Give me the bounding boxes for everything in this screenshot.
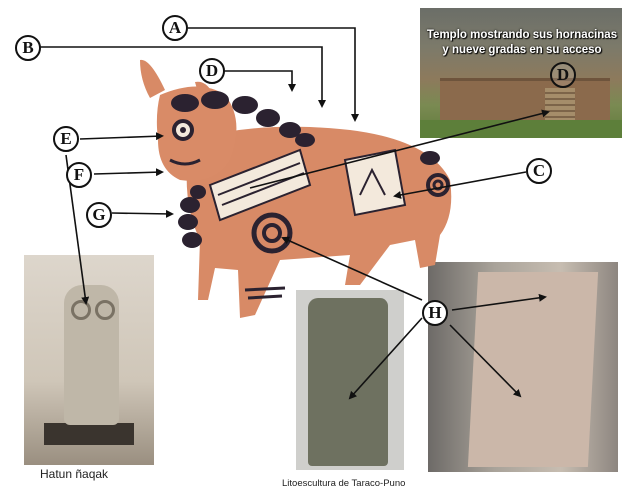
label-d: D bbox=[199, 58, 225, 84]
label-a: A bbox=[162, 15, 188, 41]
bull-saddle-panel bbox=[345, 150, 405, 215]
arrow-f bbox=[94, 172, 162, 174]
label-f: F bbox=[66, 162, 92, 188]
label-b: B bbox=[15, 35, 41, 61]
label-h: H bbox=[422, 300, 448, 326]
label-e: E bbox=[53, 126, 79, 152]
arrow-h-stele-top bbox=[452, 297, 545, 310]
arrow-g bbox=[112, 213, 172, 214]
bull-horn-left bbox=[140, 60, 165, 98]
clay-bull-figure bbox=[140, 60, 451, 318]
arrow-d bbox=[224, 71, 292, 90]
label-g: G bbox=[86, 202, 112, 228]
arrow-h-stone bbox=[350, 318, 422, 398]
label-c: C bbox=[526, 158, 552, 184]
arrow-e-bull bbox=[80, 136, 162, 139]
arrow-h-stele-bottom bbox=[450, 325, 520, 396]
